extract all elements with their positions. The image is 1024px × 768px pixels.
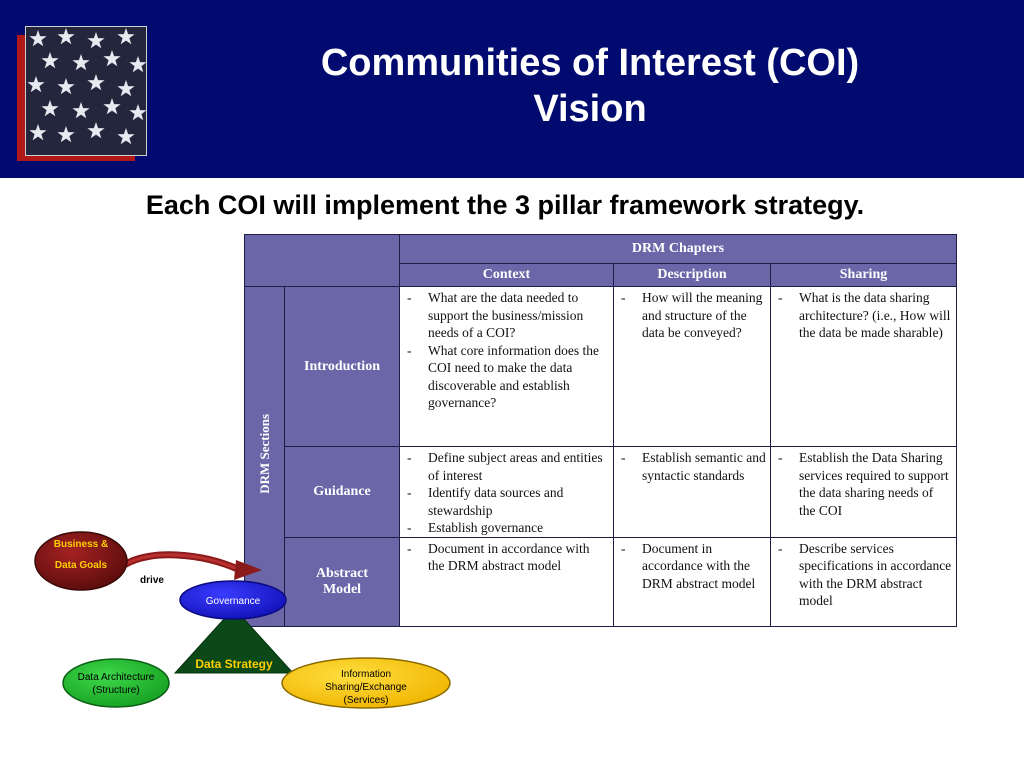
list-item: What is the data sharing architecture? (…	[771, 289, 952, 342]
row-header-abstract-line-2: Model	[322, 581, 362, 597]
drm-sections-label: DRM Sections	[256, 413, 272, 494]
list-item: Establish semantic and syntactic standar…	[614, 449, 766, 484]
cell-abstract-context: Document in accordance with the DRM abst…	[399, 536, 614, 627]
list-item: What core information does the COI need …	[400, 342, 609, 412]
cell-introduction-context: What are the data needed to support the …	[399, 286, 614, 447]
data-strategy-label: Data Strategy	[195, 657, 273, 671]
business-label-line-2: Data Goals	[54, 560, 108, 571]
drm-chapters-header: DRM Chapters	[398, 234, 958, 264]
column-header-description: Description	[613, 263, 771, 287]
data-architecture-label: Data Architecture (Structure)	[63, 671, 169, 697]
title-banner: Communities of Interest (COI) Vision	[0, 0, 1024, 178]
row-header-abstract-model: Abstract Model	[284, 536, 400, 627]
column-header-context: Context	[399, 263, 614, 287]
row-header-guidance: Guidance	[284, 446, 400, 538]
list-item: Identify data sources and stewardship	[400, 484, 609, 519]
governance-label: Governance	[205, 596, 261, 607]
title-line-1: Communities of Interest (COI)	[320, 42, 860, 84]
list-item: Establish governance	[400, 519, 609, 537]
data-strategy-diagram: Business & Data Goals drive Governance D…	[0, 520, 1024, 768]
stars-flag-icon	[25, 26, 147, 156]
curved-arrow-icon	[122, 551, 262, 580]
drive-label: drive	[140, 575, 164, 586]
list-item: What are the data needed to support the …	[400, 289, 609, 342]
cell-guidance-sharing: Establish the Data Sharing services requ…	[769, 446, 958, 538]
list-item: How will the meaning and structure of th…	[614, 289, 766, 342]
business-goals-oval	[34, 531, 128, 591]
cell-introduction-sharing: What is the data sharing architecture? (…	[769, 286, 958, 447]
data-architecture-oval	[62, 658, 170, 708]
information-sharing-label: Information Sharing/Exchange (Services)	[282, 668, 450, 707]
list-item: Define subject areas and entities of int…	[400, 449, 609, 484]
drm-table: DRM Chapters Context Description Sharing…	[244, 234, 958, 627]
row-header-introduction: Introduction	[284, 286, 400, 447]
list-item: Document in accordance with the DRM abst…	[614, 540, 766, 593]
cell-introduction-description: How will the meaning and structure of th…	[613, 286, 771, 447]
cell-abstract-sharing: Describe services specifications in acco…	[769, 536, 958, 627]
list-item: Document in accordance with the DRM abst…	[400, 540, 609, 575]
data-strategy-triangle	[173, 607, 295, 674]
table-corner-cell	[244, 234, 400, 287]
info-line-2: Sharing/Exchange	[325, 682, 407, 693]
cell-guidance-description: Establish semantic and syntactic standar…	[613, 446, 771, 538]
list-item: Establish the Data Sharing services requ…	[771, 449, 952, 519]
information-sharing-oval	[281, 657, 451, 709]
business-label-line-1: Business &	[53, 539, 109, 550]
governance-oval	[179, 580, 287, 620]
info-line-3: (Services)	[343, 695, 389, 706]
row-header-abstract-line-1: Abstract	[315, 565, 369, 581]
title-line-2: Vision	[533, 88, 647, 130]
page-title: Communities of Interest (COI) Vision	[200, 40, 980, 132]
business-goals-label: Business & Data Goals	[36, 538, 126, 572]
data-arch-line-2: (Structure)	[92, 685, 140, 696]
cell-abstract-description: Document in accordance with the DRM abst…	[613, 536, 771, 627]
data-arch-line-1: Data Architecture	[77, 672, 155, 683]
subtitle: Each COI will implement the 3 pillar fra…	[145, 190, 865, 220]
list-item: Describe services specifications in acco…	[771, 540, 952, 610]
column-header-sharing: Sharing	[769, 263, 958, 287]
info-line-1: Information	[340, 669, 392, 680]
